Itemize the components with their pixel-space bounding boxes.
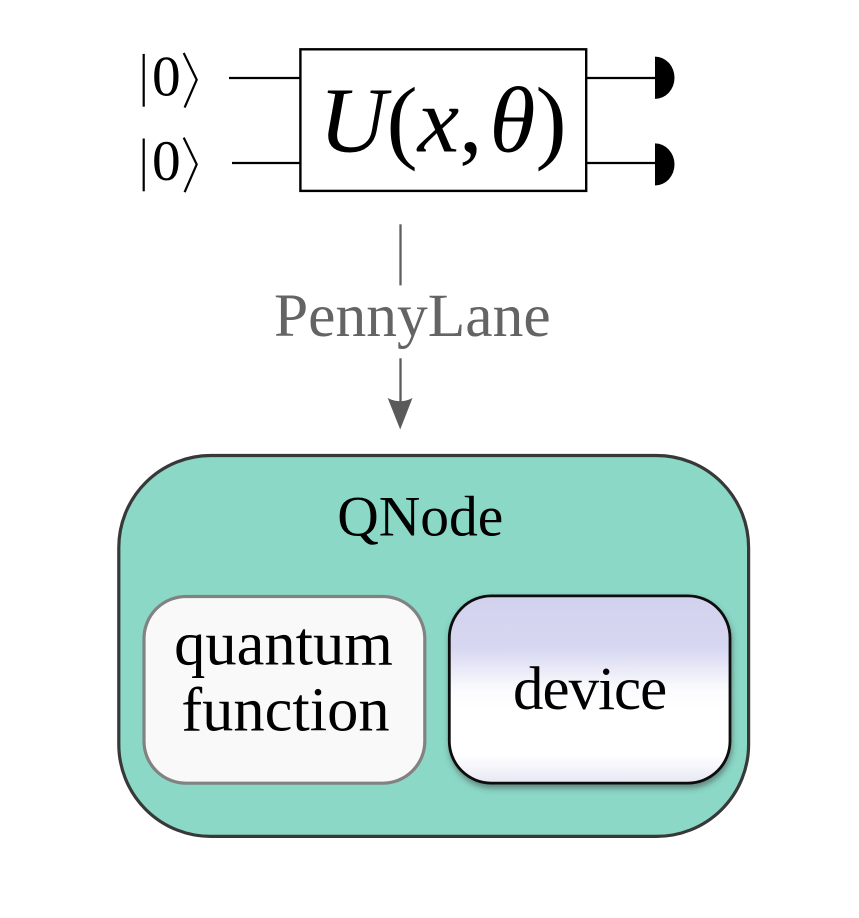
svg-text:device: device: [513, 656, 666, 723]
svg-text:QNode: QNode: [337, 486, 503, 549]
svg-text:0: 0: [152, 130, 181, 193]
svg-text:PennyLane: PennyLane: [274, 282, 551, 350]
svg-text:function: function: [181, 675, 389, 745]
svg-text:quantum: quantum: [174, 608, 393, 678]
svg-text:U(x,θ): U(x,θ): [319, 70, 567, 173]
svg-text:0: 0: [152, 46, 181, 109]
